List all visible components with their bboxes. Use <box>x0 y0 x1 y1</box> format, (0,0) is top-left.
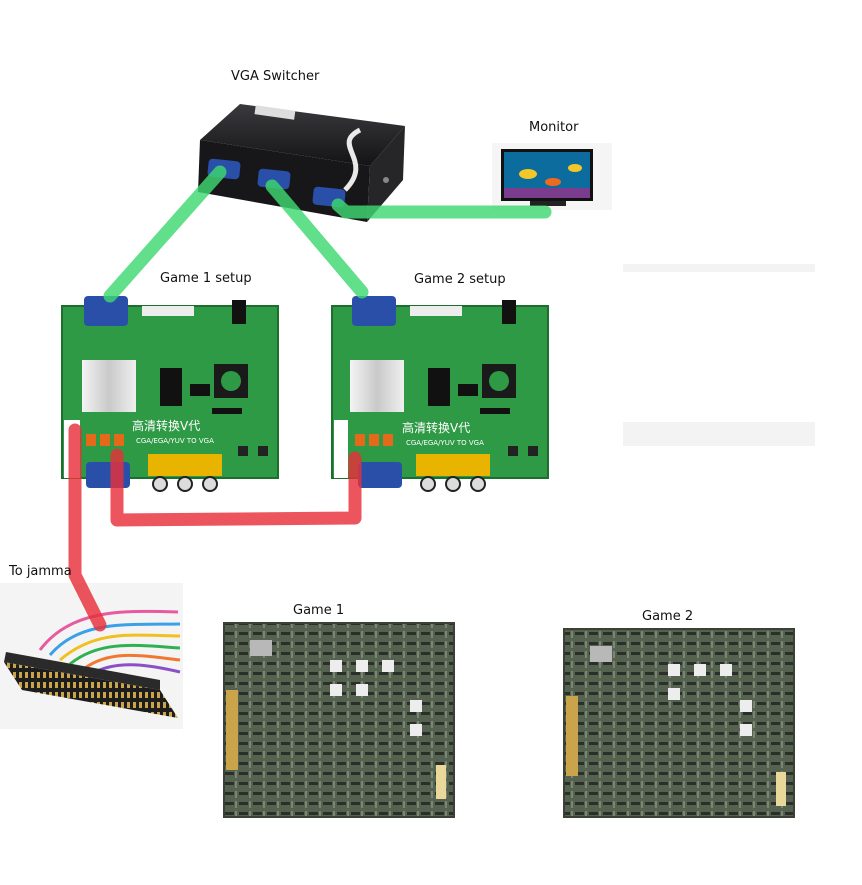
jamma-cables <box>68 423 362 632</box>
game1-arcade-pcb <box>223 622 455 818</box>
monitor-label: Monitor <box>529 120 579 135</box>
game2-label: Game 2 <box>642 609 694 624</box>
monitor-device <box>492 143 612 210</box>
to-jamma-label: To jamma <box>9 564 72 579</box>
game2-board-sub-text: CGA/EGA/YUV TO VGA <box>406 439 484 447</box>
game2-board-chip-text: 高清转换V代 <box>402 420 470 435</box>
game2-setup-label: Game 2 setup <box>414 272 506 287</box>
game2-setup-board: 高清转换V代 CGA/EGA/YUV TO VGA <box>331 296 549 492</box>
cable-game1-to-game2 <box>110 448 362 527</box>
game1-setup-label: Game 1 setup <box>160 271 252 286</box>
game1-board-sub-text: CGA/EGA/YUV TO VGA <box>136 437 214 445</box>
game1-setup-board: 高清转换V代 CGA/EGA/YUV TO VGA <box>61 296 279 492</box>
game1-label: Game 1 <box>293 603 345 618</box>
cable-game2-to-switcher <box>265 179 369 299</box>
cable-game1-to-jamma <box>68 423 107 632</box>
blank-panel-bottom <box>623 422 815 446</box>
vga-switcher-label: VGA Switcher <box>231 69 320 84</box>
blank-panel-top <box>623 264 815 272</box>
cable-switcher-to-monitor <box>331 198 552 219</box>
cable-game1-to-switcher <box>103 165 227 303</box>
game2-arcade-pcb <box>563 628 795 818</box>
vga-switcher-device <box>198 104 405 222</box>
switcher-vga-port-2 <box>257 168 291 190</box>
game1-board-chip-text: 高清转换V代 <box>132 418 200 433</box>
vga-cables <box>103 165 552 303</box>
